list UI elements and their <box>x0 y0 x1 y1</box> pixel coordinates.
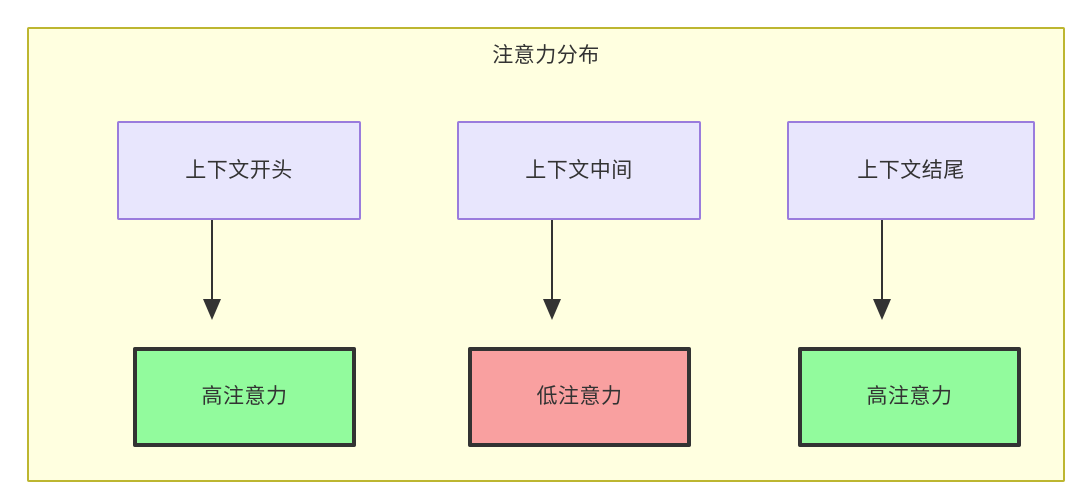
attention-distribution-subgraph: 注意力分布 上下文开头 上下文中间 上下文 <box>27 27 1065 482</box>
node-attention-high-end[interactable]: 高注意力 <box>798 347 1021 447</box>
node-label: 高注意力 <box>866 385 953 408</box>
node-context-start[interactable]: 上下文开头 <box>117 121 361 220</box>
node-label: 上下文结尾 <box>857 158 965 182</box>
node-attention-low-middle[interactable]: 低注意力 <box>468 347 691 447</box>
subgraph-title: 注意力分布 <box>492 44 600 67</box>
node-context-end[interactable]: 上下文结尾 <box>787 121 1035 220</box>
node-label: 低注意力 <box>536 385 623 408</box>
node-label: 上下文开头 <box>185 158 293 182</box>
node-attention-high-start[interactable]: 高注意力 <box>133 347 356 447</box>
node-context-middle[interactable]: 上下文中间 <box>457 121 701 220</box>
node-label: 上下文中间 <box>525 158 633 182</box>
node-label: 高注意力 <box>201 385 288 408</box>
